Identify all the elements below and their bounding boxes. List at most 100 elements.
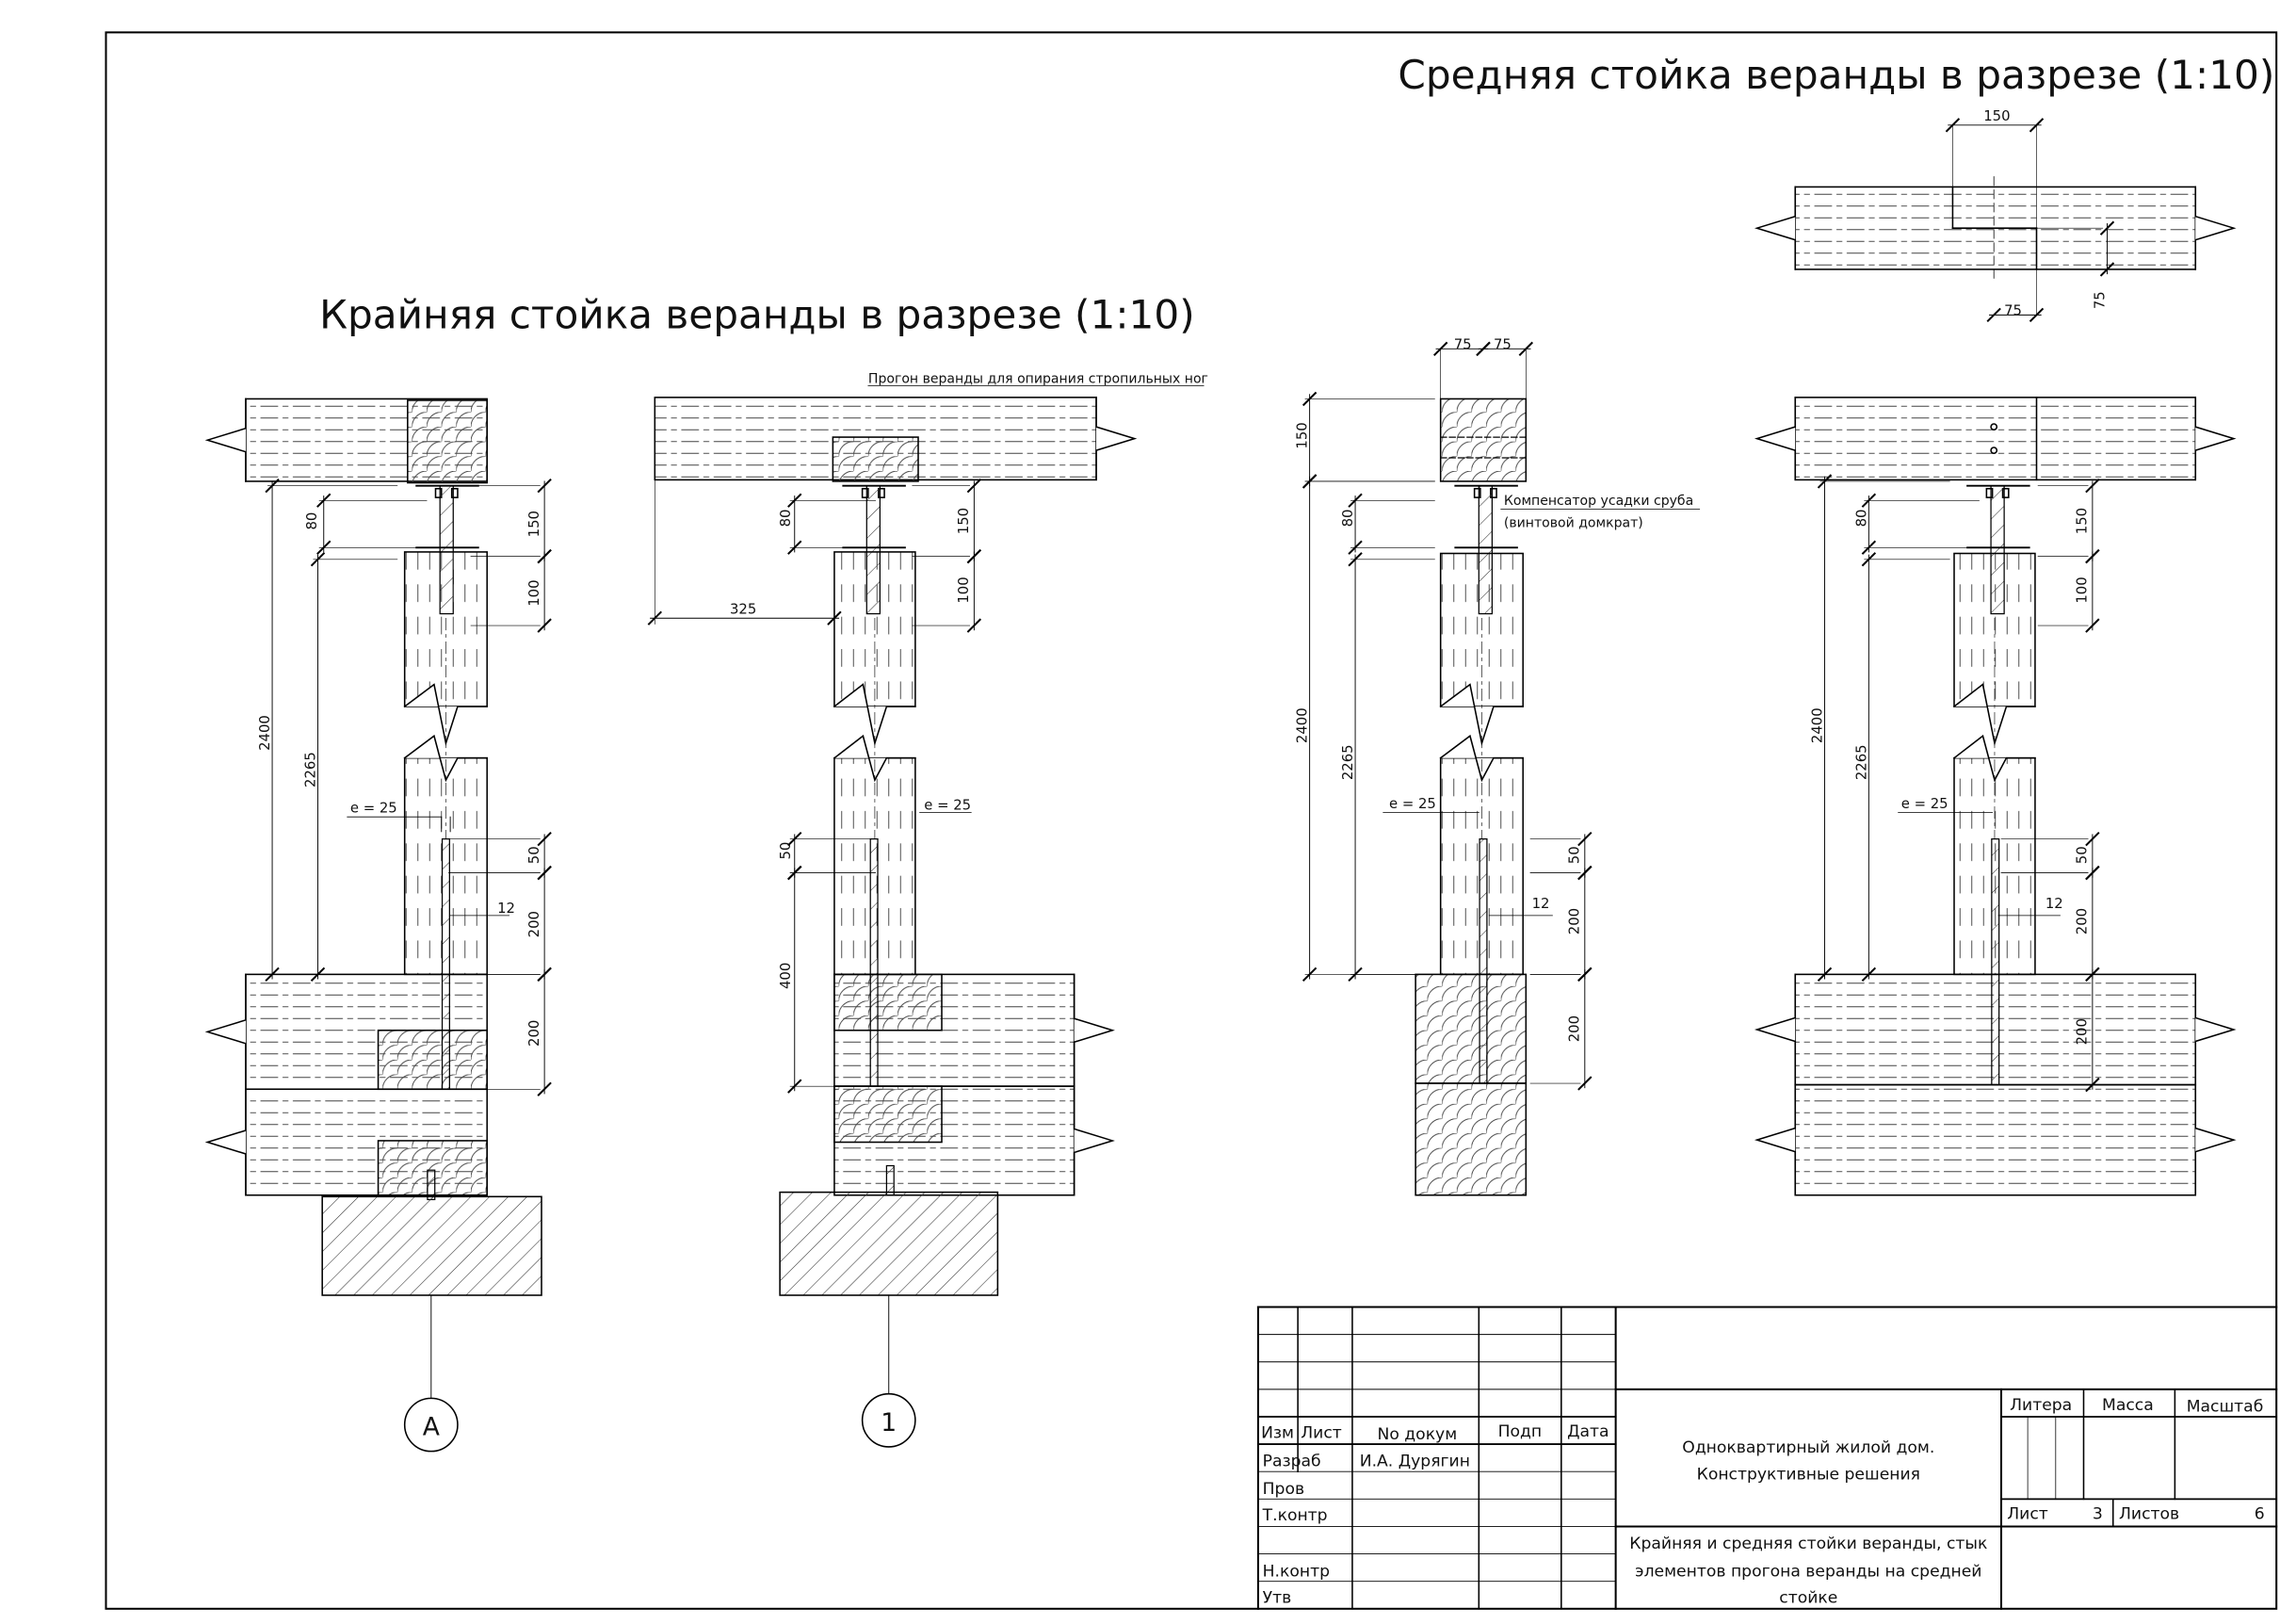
drawing-text: 50 bbox=[2075, 846, 2091, 864]
log-end-grain bbox=[1415, 973, 1528, 1084]
drawing-text: 80 bbox=[1853, 510, 1869, 528]
break-line bbox=[204, 973, 247, 1091]
dimension-tick bbox=[2085, 831, 2100, 847]
axis-marker bbox=[861, 1392, 916, 1448]
middle-post-joint-dimensions: 150 75 75 80 150 100 2400 2265 e = 25 50… bbox=[1809, 108, 2108, 1045]
drawing-text: 2400 bbox=[257, 715, 273, 751]
dimension-tick bbox=[2099, 262, 2115, 277]
drawing-text: 50 bbox=[778, 842, 794, 860]
dimension-tick bbox=[1986, 307, 2001, 323]
dimension-tick bbox=[2085, 618, 2100, 633]
drawing-text: 150 bbox=[1983, 108, 2010, 124]
drawing-text: 200 bbox=[1567, 908, 1583, 934]
compensator-note-2: (винтовой домкрат) bbox=[1504, 515, 1643, 530]
purlin-end-grain bbox=[407, 399, 488, 484]
edge-post-a-dimensions: 80 150 100 2400 2265 e = 25 50 12 200 20… bbox=[257, 511, 542, 1047]
purlin-note: Прогон веранды для опирания стропильных … bbox=[868, 371, 1208, 386]
dimension-tick bbox=[1577, 1076, 1593, 1091]
break-line bbox=[2194, 397, 2237, 481]
drawing-text: 12 bbox=[2045, 896, 2063, 912]
sheet-frame bbox=[105, 31, 2278, 1610]
drawing-text: Литера bbox=[2010, 1396, 2072, 1415]
dimension-tick bbox=[966, 618, 982, 633]
drawing-text: Утв bbox=[1263, 1589, 1292, 1608]
purlin-section bbox=[1439, 398, 1528, 482]
dimension-tick bbox=[2085, 1077, 2100, 1093]
dimension-tick bbox=[2085, 548, 2100, 564]
drawing-text: Конструктивные решения bbox=[1697, 1465, 1920, 1484]
log-end-grain bbox=[1415, 1082, 1528, 1196]
drawing-text: стойке bbox=[1779, 1589, 1837, 1608]
dimension-tick bbox=[1577, 831, 1593, 847]
drawing-text: 200 bbox=[526, 1020, 542, 1047]
dimension-tick bbox=[1577, 865, 1593, 881]
developer-name: И.А. Дурягин bbox=[1360, 1452, 1470, 1470]
dimension-tick bbox=[1577, 966, 1593, 983]
dimension-tick bbox=[537, 548, 552, 564]
steel-dowel bbox=[885, 1164, 895, 1196]
drawing-text: Дата bbox=[1567, 1422, 1609, 1441]
dimension-tick bbox=[537, 966, 552, 983]
break-line bbox=[1439, 734, 1524, 783]
concrete-foundation bbox=[321, 1195, 542, 1296]
sheets-total: 6 bbox=[2255, 1505, 2265, 1524]
log-end-grain bbox=[833, 1085, 943, 1144]
drawing-text: e = 25 bbox=[350, 801, 397, 817]
sheet-number: 3 bbox=[2093, 1505, 2103, 1524]
break-line bbox=[204, 398, 247, 482]
drawing-text: 100 bbox=[956, 577, 972, 603]
dimension-tick bbox=[537, 1081, 552, 1096]
bolt-hole bbox=[1990, 423, 1998, 431]
steel-dowel bbox=[1479, 838, 1488, 1084]
steel-dowel bbox=[869, 838, 879, 1087]
edge-post-title: Крайняя стойка веранды в разрезе (1:10) bbox=[319, 291, 1195, 337]
drawing-text: No докум bbox=[1378, 1425, 1458, 1444]
drawing-text: 2400 bbox=[1809, 707, 1825, 743]
drawing-text: Подп bbox=[1498, 1422, 1543, 1441]
drawing-text: e = 25 bbox=[1389, 796, 1436, 812]
steel-dowel bbox=[1991, 838, 2000, 1086]
drawing-text: 150 bbox=[526, 511, 542, 537]
drawing-text: 100 bbox=[2075, 577, 2091, 603]
compensator-note: Компенсатор усадки сруба bbox=[1504, 494, 1693, 509]
drawing-text: Разраб bbox=[1263, 1452, 1321, 1470]
concrete-foundation bbox=[779, 1191, 999, 1296]
break-line bbox=[2194, 186, 2237, 270]
dimension-tick bbox=[2085, 865, 2100, 881]
dimension-tick bbox=[537, 831, 552, 847]
dimension-tick bbox=[966, 478, 982, 494]
drawing-text: Т.контр bbox=[1262, 1506, 1328, 1525]
drawing-text: 80 bbox=[778, 510, 794, 528]
drawing-text: 150 bbox=[2075, 508, 2091, 534]
break-line bbox=[1754, 1083, 1797, 1196]
break-line bbox=[2194, 973, 2237, 1086]
axis-1-label: 1 bbox=[881, 1408, 897, 1437]
drawing-text: 2400 bbox=[1295, 707, 1311, 743]
steel-dowel bbox=[441, 838, 450, 1090]
drawing-text: 150 bbox=[1295, 422, 1311, 448]
drawing-text: 50 bbox=[1567, 846, 1583, 864]
log-end-grain bbox=[377, 1029, 488, 1091]
drawing-text: 50 bbox=[526, 846, 542, 864]
drawing-text: 75 bbox=[1494, 336, 1512, 352]
title-block: Изм Лист No докум Подп Дата Разраб И.А. … bbox=[1256, 1306, 2278, 1610]
drawing-text: Одноквартирный жилой дом. bbox=[1682, 1438, 1934, 1457]
drawing-text: 75 bbox=[2004, 302, 2022, 318]
dimension-tick bbox=[966, 548, 982, 564]
break-line bbox=[2194, 1083, 2237, 1196]
dimension-tick bbox=[1476, 341, 1491, 356]
dimension-tick bbox=[2099, 220, 2115, 235]
break-line bbox=[1952, 734, 2036, 783]
break-line bbox=[833, 734, 916, 783]
drawing-text: Крайняя и средняя стойки веранды, стык bbox=[1629, 1535, 1987, 1553]
drawing-text: 400 bbox=[778, 963, 794, 989]
drawing-text: 75 bbox=[2092, 291, 2108, 309]
drawing-text: 2265 bbox=[1340, 744, 1356, 780]
edge-post-1-dimensions: 80 150 100 325 e = 25 50 400 bbox=[730, 508, 972, 989]
break-line bbox=[1095, 397, 1138, 481]
drawing-text: 200 bbox=[1567, 1015, 1583, 1042]
drawing-text: 100 bbox=[526, 579, 542, 606]
drawing-text: 80 bbox=[1340, 510, 1356, 528]
break-line bbox=[1754, 973, 1797, 1086]
